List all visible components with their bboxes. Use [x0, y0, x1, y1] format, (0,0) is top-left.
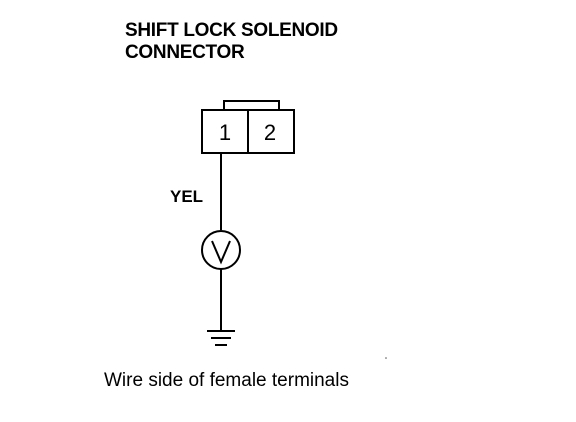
stray-dot — [385, 357, 387, 359]
title-line-2: CONNECTOR — [125, 42, 245, 63]
connector-latch — [223, 100, 280, 110]
voltmeter-v-glyph — [211, 240, 231, 265]
diagram-caption: Wire side of female terminals — [104, 370, 349, 391]
title-line-1: SHIFT LOCK SOLENOID — [125, 20, 338, 41]
wire-color-label: YEL — [170, 187, 204, 206]
ground-icon — [207, 330, 235, 346]
diagram-title: SHIFT LOCK SOLENOID CONNECTOR — [125, 20, 338, 64]
pin-1-label: 1 — [219, 120, 231, 145]
pin-2-label: 2 — [264, 120, 276, 145]
